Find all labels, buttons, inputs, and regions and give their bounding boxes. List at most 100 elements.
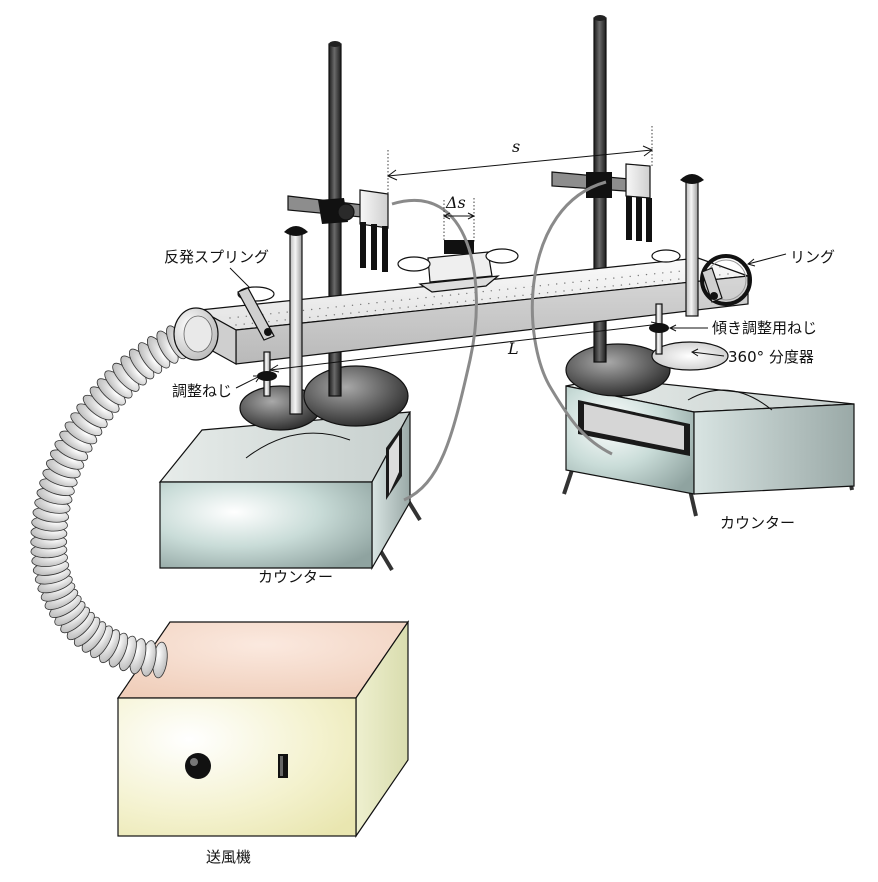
air-hole <box>596 286 598 289</box>
air-hole <box>719 274 721 276</box>
air-hole <box>547 284 550 286</box>
counter-left <box>158 411 422 572</box>
blower-knob-icon[interactable] <box>185 753 211 779</box>
right-photogate-prong <box>646 198 652 242</box>
dimension-L-line <box>269 323 661 371</box>
right-stand-base <box>565 343 671 397</box>
left-photogate-assembly <box>287 189 389 272</box>
counter-left-window-glass <box>389 435 399 494</box>
air-hole <box>343 305 345 307</box>
air-hole <box>284 319 286 321</box>
counter-right-leg <box>688 489 698 517</box>
air-hole <box>522 294 524 296</box>
air-hole <box>464 300 467 302</box>
air-hole <box>670 271 672 273</box>
dimension-L-arrow-right <box>650 321 662 330</box>
air-hole <box>325 314 327 317</box>
air-hole <box>538 292 541 295</box>
counter-left-front <box>159 481 373 569</box>
air-hole <box>523 286 525 289</box>
protractor-disc <box>651 341 729 371</box>
spring-bracket <box>237 287 275 341</box>
air-hole <box>432 303 434 306</box>
air-hole <box>449 294 452 296</box>
air-hole <box>407 306 409 308</box>
air-hole <box>564 282 566 284</box>
label-spring: 反発スプリング <box>164 248 269 266</box>
hose-icon <box>30 320 197 679</box>
air-hole <box>229 317 231 319</box>
label-s: s <box>512 137 520 156</box>
end-loop <box>651 249 681 263</box>
air-hole <box>546 292 549 294</box>
air-hole <box>613 277 615 279</box>
air-hole <box>556 283 558 285</box>
air-hole <box>327 307 329 309</box>
dimension-s <box>387 126 653 196</box>
air-hole <box>637 274 639 277</box>
air-hole <box>473 299 475 302</box>
tilt-adjust-screw-knob <box>649 323 669 333</box>
left-photogate-prong <box>371 224 377 270</box>
air-hole <box>481 298 483 301</box>
air-hole <box>669 279 672 281</box>
glider-ring-left <box>397 256 431 272</box>
air-hole <box>351 304 354 306</box>
air-hole <box>237 316 239 318</box>
air-hole <box>243 323 245 325</box>
air-hole <box>628 283 631 285</box>
dimension-L <box>268 321 662 373</box>
air-hole <box>727 273 729 275</box>
air-hole <box>245 315 247 317</box>
right-support-cap <box>680 174 704 184</box>
left-photogate-prong <box>360 222 366 268</box>
air-hole <box>392 300 394 302</box>
air-hole <box>587 287 590 290</box>
air-hole <box>507 288 509 290</box>
right-photogate-plate <box>625 163 651 199</box>
dimension-delta-s-arrow-left <box>442 212 451 220</box>
right-support-post <box>685 181 699 317</box>
blower-switch-highlight <box>280 756 283 776</box>
air-hole <box>604 286 606 288</box>
air-hole <box>448 302 450 304</box>
air-hole <box>662 272 664 274</box>
air-hole <box>563 290 565 292</box>
air-hole <box>423 304 426 307</box>
blower-front <box>117 697 357 837</box>
glider <box>397 240 519 293</box>
air-hole <box>270 313 272 315</box>
air-hole <box>317 315 319 318</box>
air-hole <box>645 281 647 284</box>
air-hole <box>360 303 362 306</box>
air-hole <box>498 289 501 291</box>
label-L: L <box>507 339 519 358</box>
right-photogate-prong <box>626 196 632 240</box>
label-tilt-screw: 傾き調整用ねじ <box>712 319 817 337</box>
left-stand-base <box>303 365 409 427</box>
air-hole <box>505 296 508 298</box>
air-hole <box>341 313 344 315</box>
air-hole <box>391 308 393 310</box>
air-hole <box>302 309 305 312</box>
left-photogate-prong <box>382 226 388 272</box>
ring-leader <box>747 253 787 265</box>
air-hole <box>409 298 411 300</box>
air-hole <box>417 297 419 300</box>
air-hole <box>376 302 378 304</box>
air-hole <box>580 280 582 283</box>
counter-right-window-glass <box>584 404 684 450</box>
air-hole <box>645 273 648 276</box>
air-hole <box>335 306 337 308</box>
glider-ring-right <box>485 248 519 264</box>
counter-right-arc <box>687 389 773 411</box>
air-hole <box>605 278 607 280</box>
air-hole <box>309 316 311 319</box>
air-hole <box>555 291 557 293</box>
air-hole <box>466 292 468 295</box>
air-hole <box>637 282 639 285</box>
air-hole <box>661 280 664 282</box>
air-hole <box>311 308 313 311</box>
air-hole <box>489 297 491 300</box>
